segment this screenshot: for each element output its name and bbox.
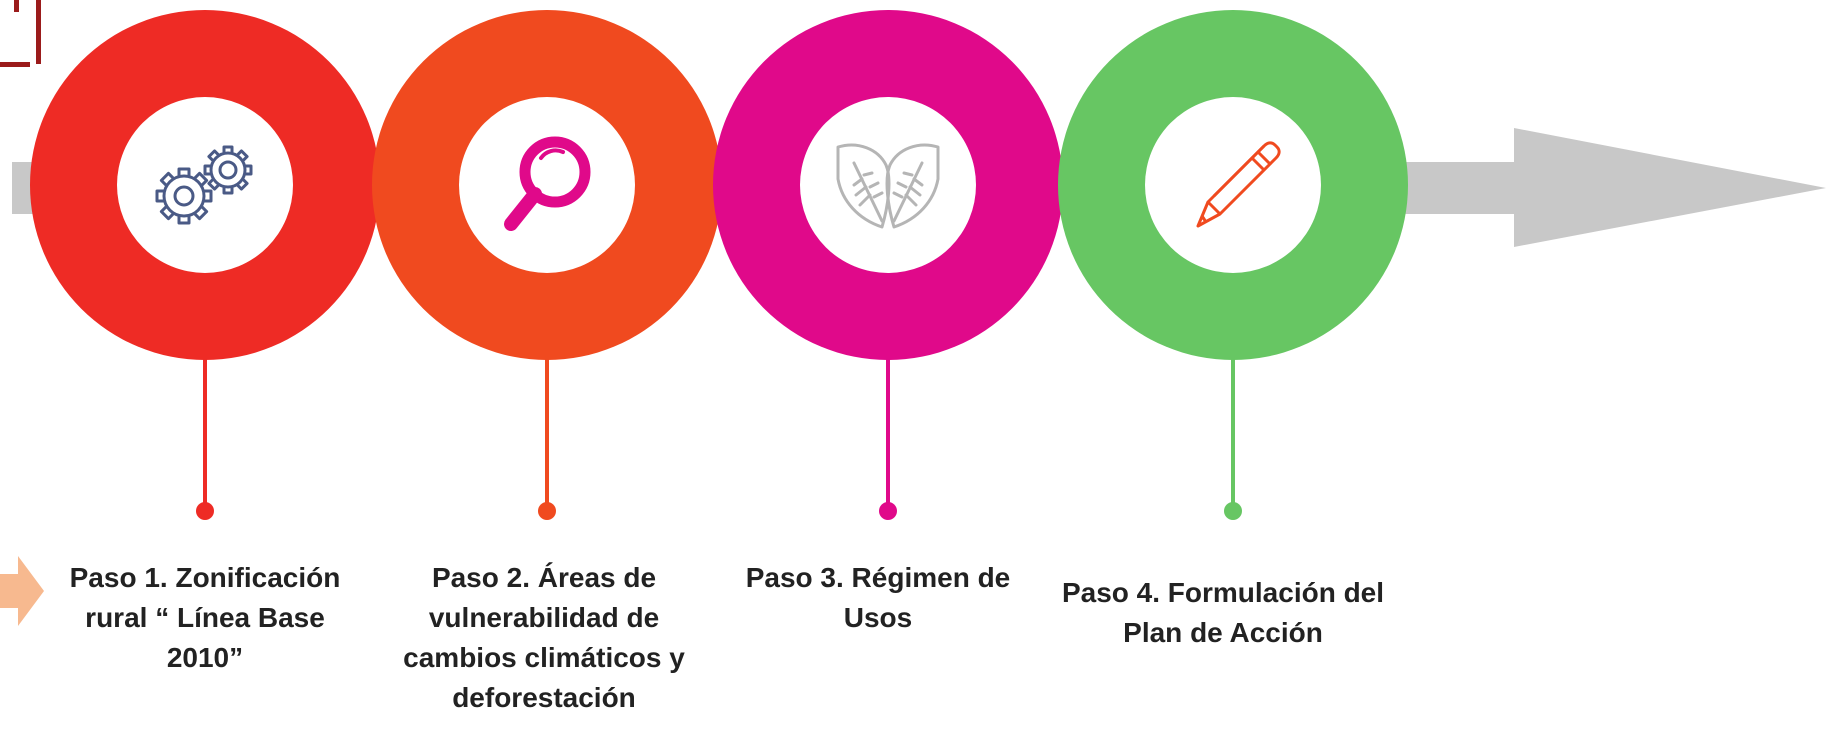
step-2-connector (545, 356, 549, 510)
step-2-circle (372, 10, 722, 360)
step-1-dot (196, 502, 214, 520)
step-3-dot (879, 502, 897, 520)
step-2-label: Paso 2. Áreas de vulnerabilidad de cambi… (403, 562, 685, 713)
step-4-circle (1058, 10, 1408, 360)
step-1-circle (30, 10, 380, 360)
step-4-label: Paso 4. Formulación del Plan de Acción (1061, 577, 1385, 648)
step-3-circle (713, 10, 1063, 360)
step-2-inner-circle (459, 97, 635, 273)
step-1-label: Paso 1. Zonificación rural “ Línea Base … (69, 562, 341, 673)
step-4-dot (1224, 502, 1242, 520)
step-2-dot (538, 502, 556, 520)
gears-icon (155, 145, 253, 225)
step-3-inner-circle (800, 97, 976, 273)
step-4-connector (1231, 356, 1235, 510)
step-1-connector (203, 356, 207, 510)
step-1-inner-circle (117, 97, 293, 273)
side-arrow-icon (0, 556, 44, 626)
step-4-inner-circle (1145, 97, 1321, 273)
leaves-icon (836, 143, 940, 229)
step-3-label: Paso 3. Régimen de Usos (745, 562, 1011, 633)
magnifier-icon (504, 136, 591, 231)
pencil-icon (1196, 141, 1281, 228)
corner-bracket (0, 0, 41, 67)
step-3-connector (886, 356, 890, 510)
